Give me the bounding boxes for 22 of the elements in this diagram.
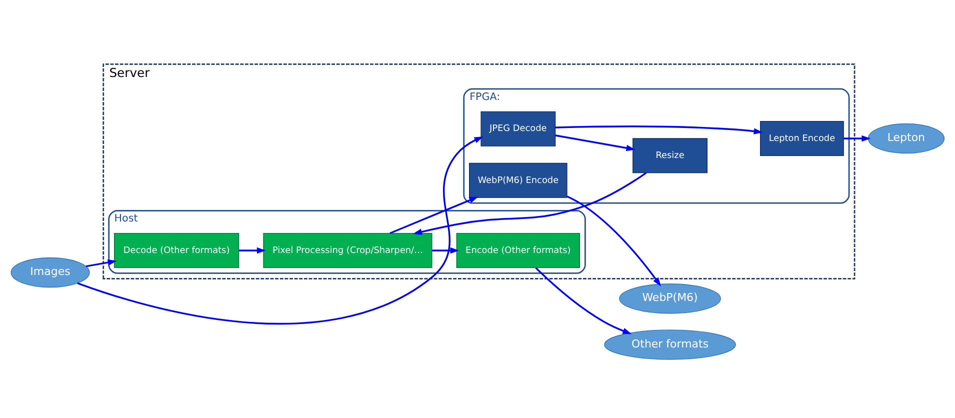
arrow <box>555 134 636 152</box>
node-ellipse: Images <box>10 257 90 288</box>
node-ellipse: WebP(M6) <box>619 284 721 314</box>
node-box: Resize <box>632 138 708 174</box>
node-ellipse: Lepton <box>868 123 945 154</box>
node-box: Pixel Processing (Crop/Sharpen/… <box>263 232 432 268</box>
arrow <box>566 196 662 286</box>
node-ellipse: Other formats <box>604 330 736 360</box>
node-box: JPEG Decode <box>480 111 556 146</box>
node-box: WebP(M6) Encode <box>469 162 568 198</box>
arrow <box>77 136 484 325</box>
arrow <box>535 267 632 334</box>
arrow <box>390 196 478 234</box>
arrow <box>412 172 647 235</box>
arrow <box>432 247 460 254</box>
node-box: Encode (Other formats) <box>456 232 580 268</box>
node-box: Lepton Encode <box>760 120 844 156</box>
arrow <box>555 126 763 134</box>
arrow <box>238 247 266 254</box>
arrow <box>86 259 117 268</box>
arrow <box>844 135 871 142</box>
node-box: Decode (Other formats) <box>114 232 240 268</box>
